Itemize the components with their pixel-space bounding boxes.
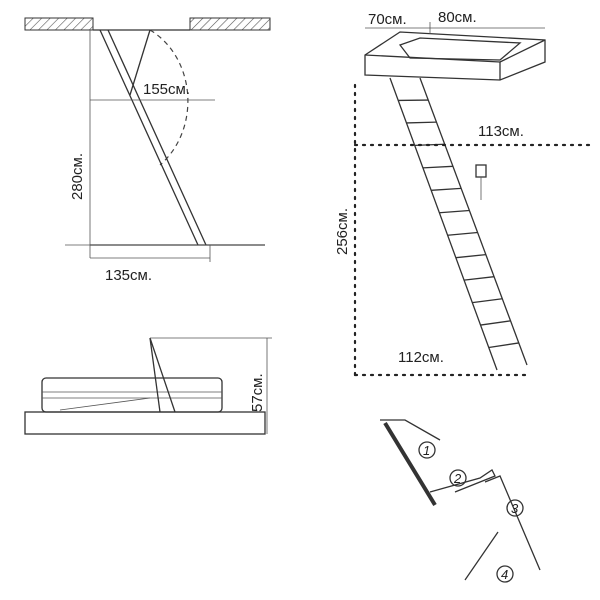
ladder-rung [439,209,470,214]
ladder-rung [431,187,462,191]
base-label-right: 112см. [398,349,444,366]
hatch-width-label: 80см. [438,9,477,26]
ladder-rung [488,342,519,349]
folded-height-label: 57см. [249,373,266,412]
ladder-rung [455,253,486,259]
base-label: 135см. [105,267,152,284]
ladder-rung [406,121,437,124]
marker-1: 1 [423,443,430,458]
clearance-label: 113см. [478,123,524,140]
height-label-right: 256см. [334,208,351,255]
detail-view: 1 2 3 4 [380,419,541,583]
side-view: 155см. 280см. 135см. [24,17,271,284]
swing-arc [149,29,189,166]
ladder-rung [464,276,495,281]
ladder-rail [99,29,199,246]
ladder-rung [480,320,511,326]
ladder-left-rail [389,77,498,371]
ceiling-left [24,17,94,31]
perspective-view: 70см. 80см. 113см. 256см. 112см. [334,9,597,377]
marker-3: 3 [511,501,519,516]
ladder-right-rail [419,77,528,366]
width-label: 155см. [143,81,190,98]
height-label: 280см. [69,153,86,200]
ceiling-right [189,17,271,31]
marker-2: 2 [453,471,462,486]
ladder-rungs [398,99,519,349]
ladder-rung [472,298,503,304]
ladder-rung [422,165,453,169]
ladder-rung [447,231,478,236]
marker-4: 4 [501,567,508,582]
hatch-length-label: 70см. [368,11,407,28]
folded-view: 57см. [24,337,272,435]
